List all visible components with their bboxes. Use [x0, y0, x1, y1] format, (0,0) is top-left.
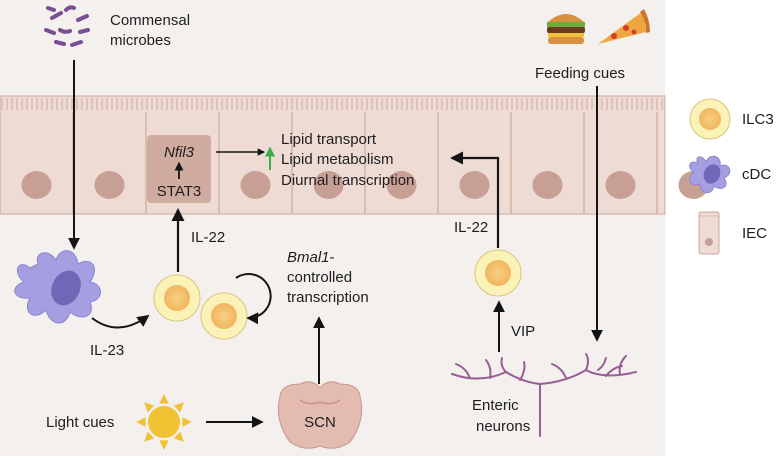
cell-nucleus	[240, 171, 271, 199]
lipid-transport-label: Lipid transport	[281, 131, 377, 148]
lipid-metabolism-label: Lipid metabolism	[281, 151, 394, 168]
burger-icon	[547, 14, 585, 44]
ilc3-cell-3	[474, 249, 522, 297]
iec-icon	[698, 211, 720, 255]
scn-label: SCN	[304, 414, 336, 431]
cell-nucleus	[532, 171, 563, 199]
stat3-label: STAT3	[157, 183, 201, 200]
legend-label-cdc: cDC	[742, 166, 771, 183]
sun-ray	[159, 440, 169, 450]
il22-right-arrow	[450, 151, 500, 248]
cell-nucleus	[459, 171, 490, 199]
commensal-microbes-label-line2: microbes	[110, 32, 171, 49]
il22-right-label: IL-22	[454, 219, 488, 236]
legend: ILC3 cDC IEC	[689, 98, 774, 255]
light-cues-label: Light cues	[46, 414, 114, 431]
background-panel	[0, 0, 665, 456]
feeding-cues-label: Feeding cues	[535, 65, 625, 82]
sun-ray	[144, 402, 155, 413]
pizza-slice-icon	[598, 9, 650, 44]
legend-label-ilc3: ILC3	[742, 111, 774, 128]
il23-label: IL-23	[90, 342, 124, 359]
nfil3-label: Nfil3	[164, 144, 195, 161]
transcription-label: transcription	[287, 289, 369, 306]
cdc-cell	[14, 250, 101, 324]
bmal1-label: Bmal1-	[287, 249, 335, 266]
sun-ray	[173, 402, 184, 413]
cell-nucleus	[313, 171, 344, 199]
neuron-icon	[451, 353, 637, 437]
cell-nucleus	[94, 171, 125, 199]
sun-ray	[144, 431, 155, 442]
neurons-label: neurons	[476, 418, 530, 435]
intestinal-epithelium	[0, 95, 709, 215]
ilc3-cell-2	[200, 292, 248, 340]
brain-icon	[277, 381, 363, 449]
cdc-icon	[689, 155, 731, 193]
bmal1-cycle-arrow	[235, 273, 272, 325]
commensal-microbes-label-line1: Commensal	[110, 12, 190, 29]
cell-nucleus	[386, 171, 417, 199]
sun-ray	[182, 417, 192, 427]
cell-nucleus	[605, 171, 636, 199]
microvilli	[1, 98, 663, 110]
ilc3-icon	[689, 98, 731, 140]
vip-label: VIP	[511, 323, 535, 340]
enteric-label: Enteric	[472, 397, 519, 414]
ilc3-cell-1	[153, 274, 201, 322]
il22-left-label: IL-22	[191, 229, 225, 246]
microbe-icon	[44, 5, 90, 47]
cell-nucleus	[21, 171, 52, 199]
controlled-label: controlled	[287, 269, 352, 286]
sun-icon	[136, 394, 192, 450]
sun-ray	[159, 394, 169, 404]
sun-ray	[136, 417, 146, 427]
diurnal-transcription-label: Diurnal transcription	[281, 172, 414, 189]
il23-arrow	[91, 314, 150, 329]
sun-ray	[173, 431, 184, 442]
legend-label-iec: IEC	[742, 225, 767, 242]
